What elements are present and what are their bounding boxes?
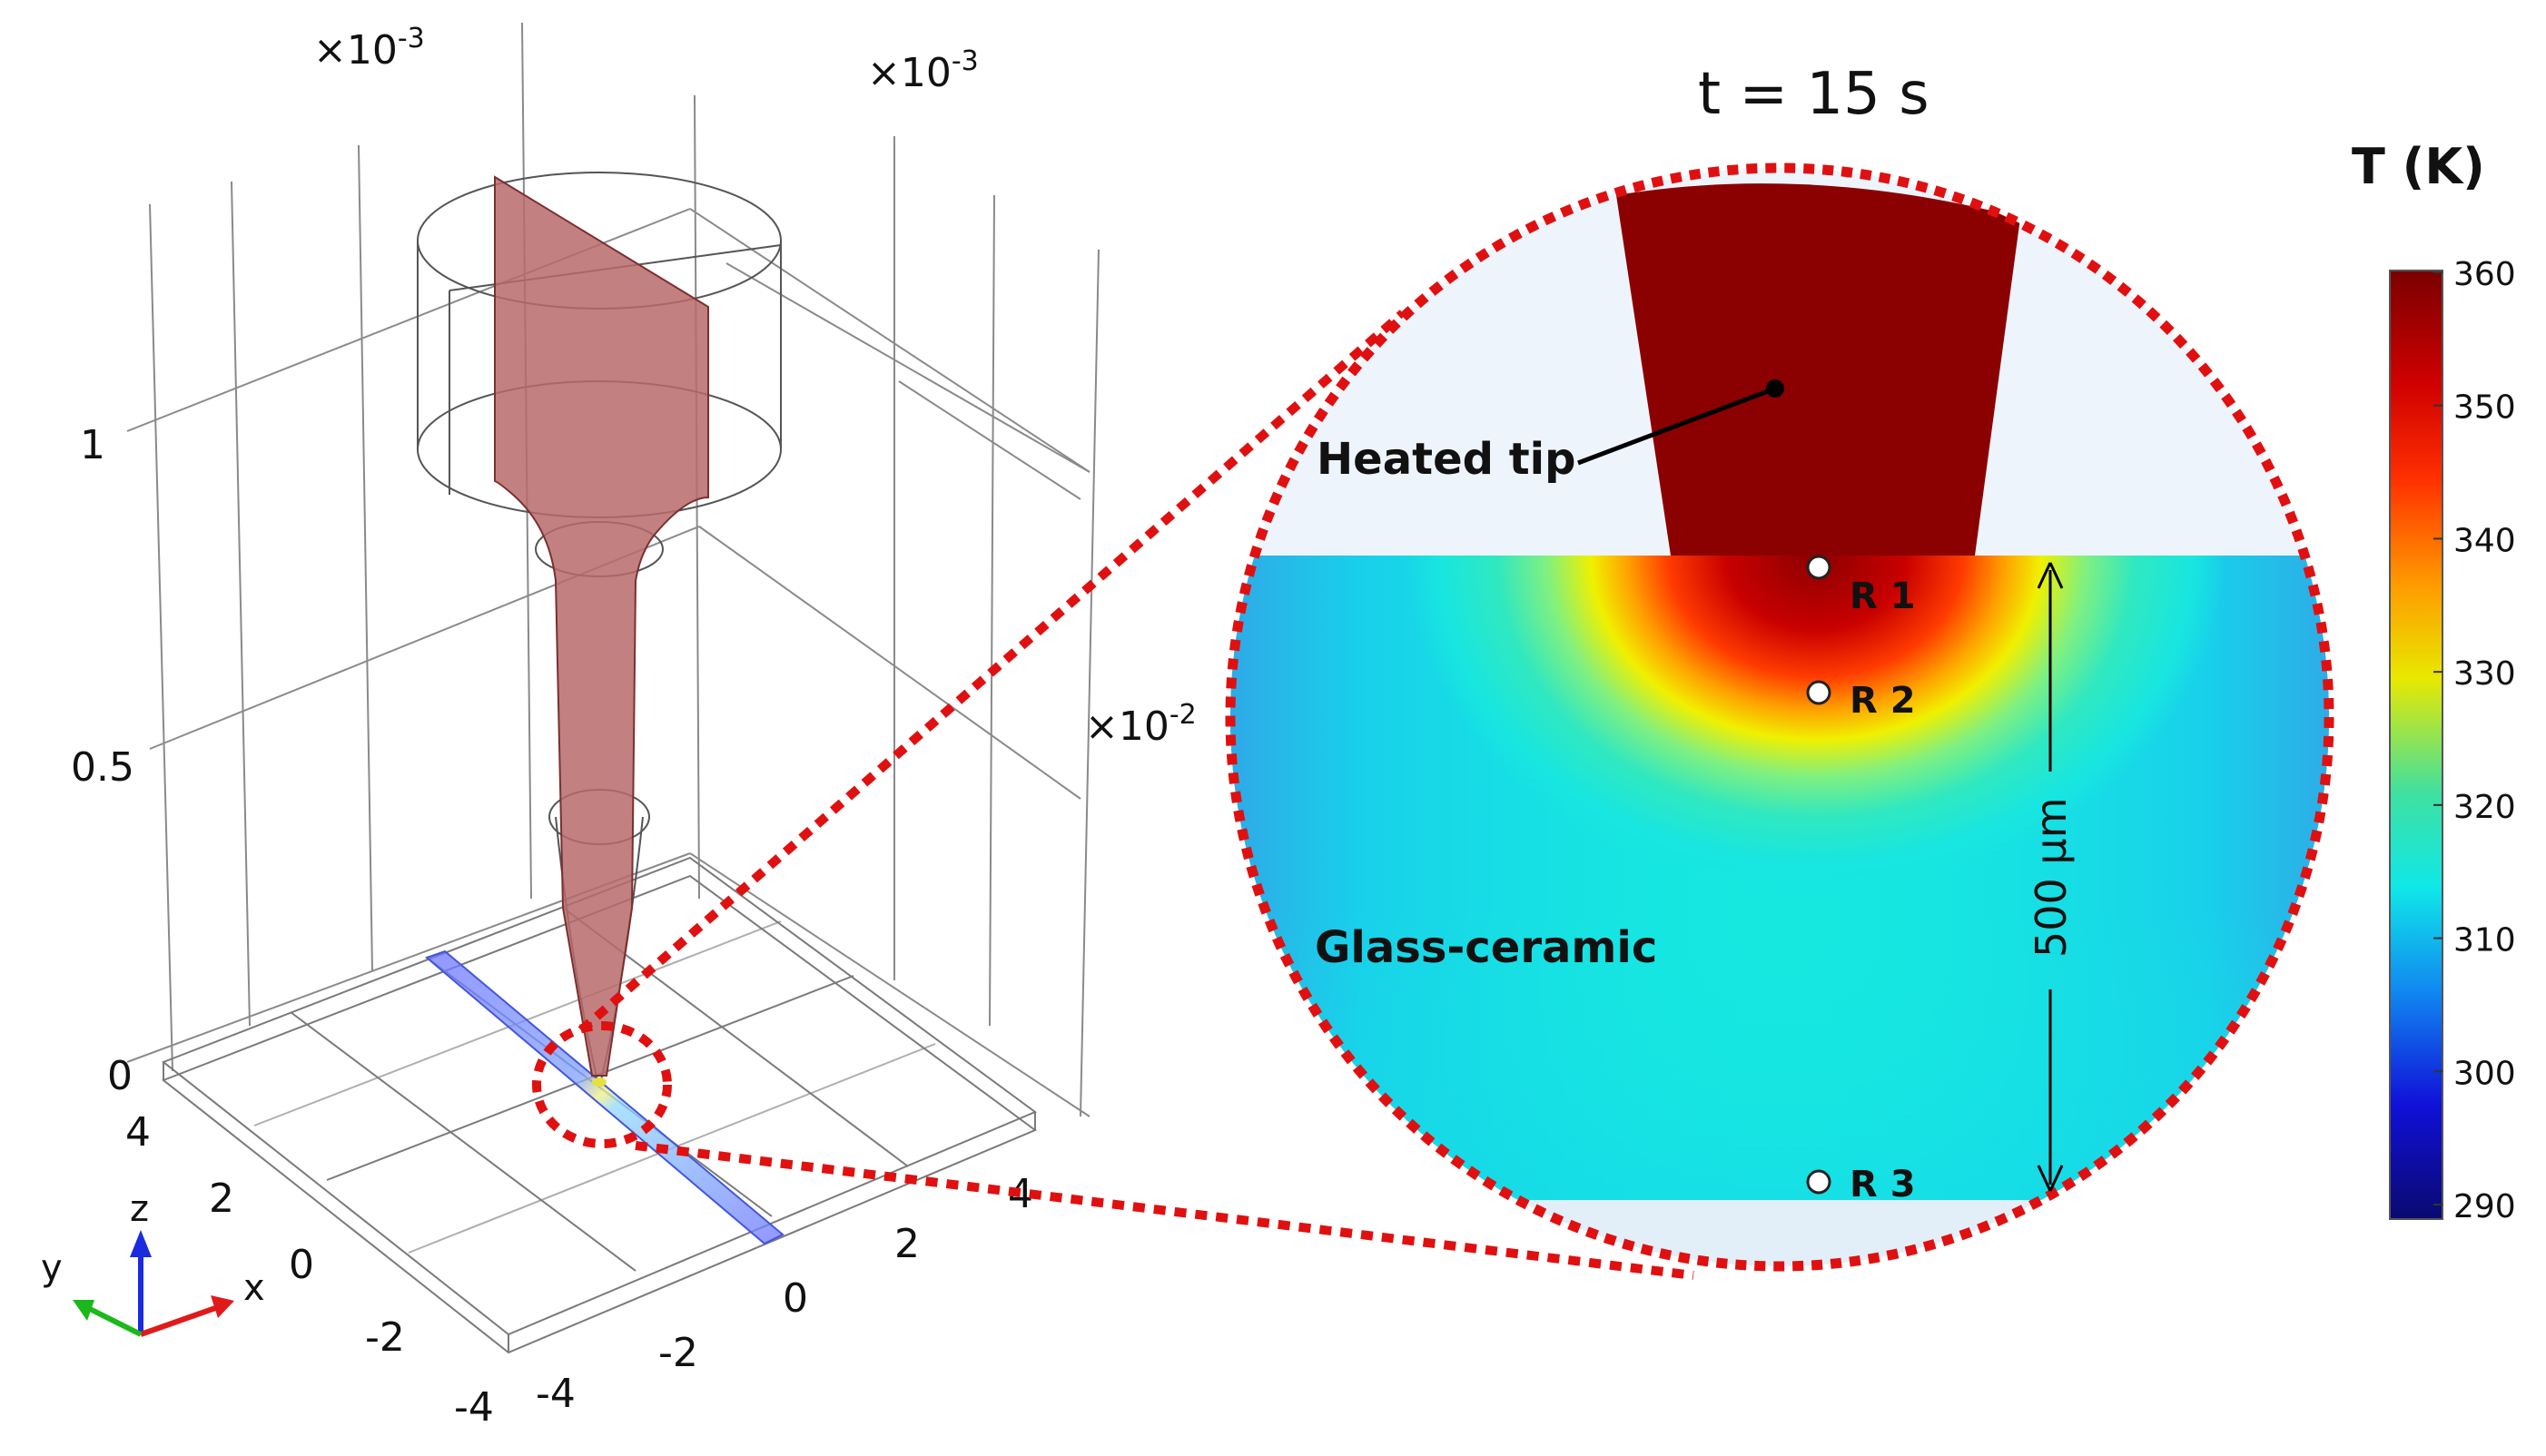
probe-label: R 2 [1850, 680, 1916, 722]
x-tick-label: 2 [894, 1221, 920, 1267]
colorbar-tick-label: 320 [2453, 789, 2516, 826]
heated-tip-3d [494, 175, 709, 1077]
y-tick-label: 2 [209, 1176, 234, 1222]
tip-contact-hotspot [592, 1077, 607, 1087]
x-arrow-icon [211, 1295, 234, 1318]
triad-y-label: y [41, 1247, 63, 1289]
triad-x-label: x [243, 1267, 265, 1309]
y-tick-label: -4 [454, 1384, 494, 1431]
probe-label: R 3 [1850, 1164, 1916, 1205]
time-label: t = 15 s [1698, 61, 1929, 128]
y-exponent-label: ×10-2 [1085, 699, 1197, 750]
x-tick-label: -4 [536, 1371, 576, 1417]
z-exponent-label: ×10-3 [313, 23, 425, 74]
colorbar-tick-label: 340 [2453, 522, 2516, 559]
colorbar-tick-label: 290 [2453, 1188, 2516, 1225]
tip-leader-dot [1766, 379, 1784, 398]
y-tick-label: -2 [365, 1314, 405, 1361]
z-tick-label: 0 [107, 1053, 133, 1099]
x-tick-label: -2 [658, 1330, 698, 1376]
colorbar-gradient [2389, 270, 2443, 1220]
probe-label: R 1 [1850, 576, 1916, 617]
triad-z-label: z [130, 1188, 149, 1230]
y-tick-label: 4 [125, 1109, 151, 1156]
colorbar: T (K) 360 350 340 330 320 310 300 290 [2352, 138, 2516, 1225]
x-tick-label: 0 [783, 1275, 808, 1322]
zoom-border [1225, 162, 2334, 1272]
heated-tip-cross-section [1616, 183, 2020, 556]
scale-bar [2037, 562, 2064, 1192]
probe-point-r3: R 3 [1806, 1164, 1916, 1205]
colorbar-tick-label: 330 [2453, 655, 2516, 693]
colorbar-tick-label: 300 [2453, 1055, 2516, 1092]
z-tick-label: 0.5 [71, 744, 134, 791]
scale-label: 500 μm [2027, 798, 2076, 959]
colorbar-ticks: 360 350 340 330 320 310 300 290 [2433, 256, 2516, 1225]
y-tick-label: 0 [289, 1242, 314, 1288]
probe-point-r2: R 2 [1806, 680, 1916, 722]
colorbar-title: T (K) [2352, 138, 2485, 195]
heated-tip-label: Heated tip [1317, 434, 1575, 485]
z-arrow-icon [130, 1230, 152, 1257]
x-exponent-label: ×10-3 [867, 45, 979, 96]
material-label: Glass-ceramic [1315, 922, 1657, 973]
colorbar-tick-label: 310 [2453, 922, 2516, 959]
z-tick-label: 1 [80, 422, 105, 468]
colorbar-tick-label: 360 [2453, 256, 2516, 293]
heated-strip [425, 949, 785, 1245]
plot-3d [126, 22, 1100, 1354]
axis-labels-3d: ×10-3 ×10-3 ×10-2 1 0.5 0 4 2 0 -2 -4 4 … [71, 23, 1197, 1431]
zoom-view: t = 15 s Heated tip Glass-ceramic R 1 R … [1225, 61, 2334, 1272]
axis-triad: z x y [41, 1188, 265, 1337]
probe-point-r1: R 1 [1806, 555, 1916, 617]
y-arrow-icon [73, 1300, 94, 1321]
tip-leader-line [1577, 386, 1776, 466]
colorbar-tick-label: 350 [2453, 389, 2516, 427]
zoom-connectors [532, 310, 1694, 1280]
